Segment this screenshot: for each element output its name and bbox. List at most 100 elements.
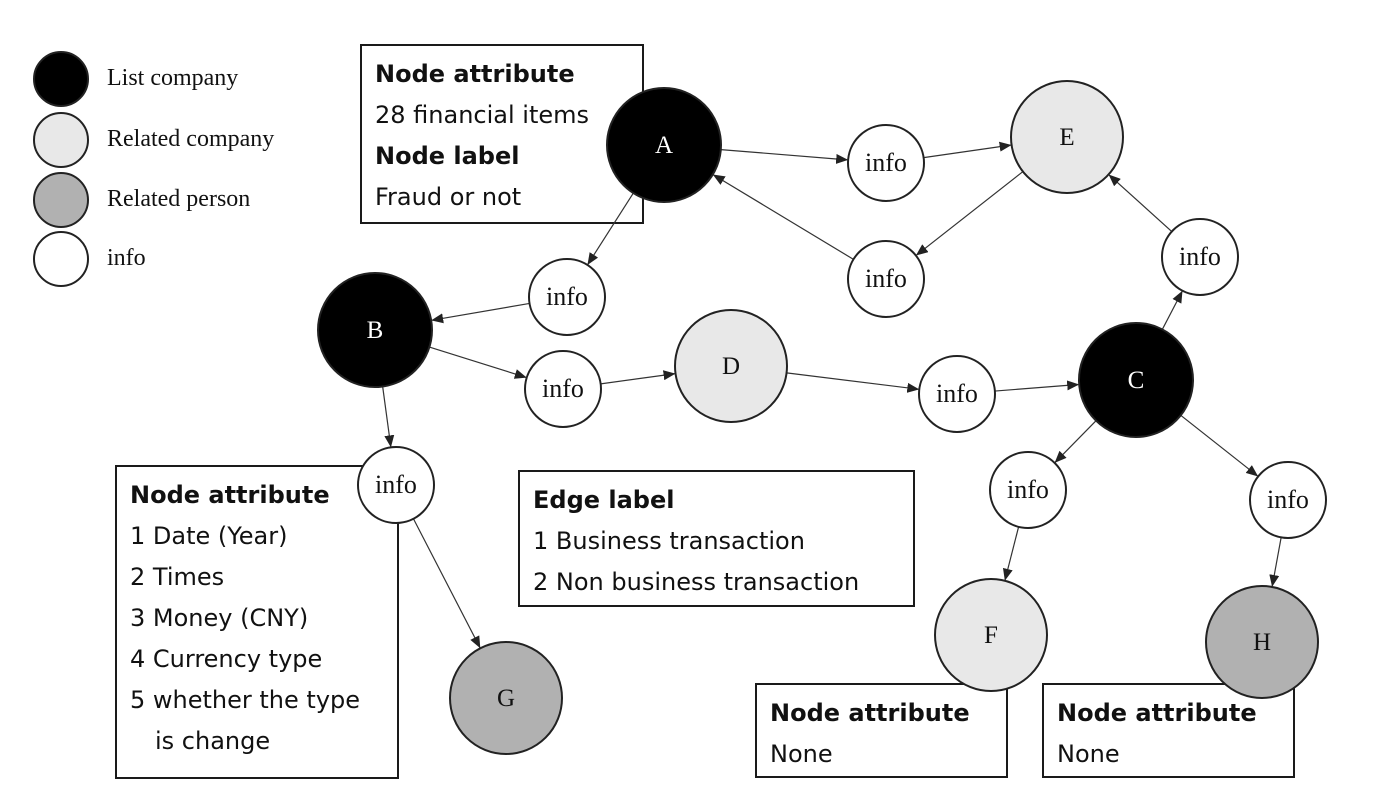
- node-circle: [606, 87, 722, 203]
- info-node: info: [847, 124, 925, 202]
- edge-i9-to-H: [1269, 537, 1282, 587]
- edge-i7-to-G: [412, 518, 481, 649]
- node-f-attribute-heading: Node attribute: [770, 699, 970, 727]
- node-label: G: [497, 685, 515, 712]
- edge-B-to-i4: [429, 346, 527, 379]
- node-label: info: [865, 148, 907, 177]
- node-label: H: [1253, 629, 1271, 656]
- legend-label-list-company: List company: [107, 65, 239, 91]
- info-node: info: [1249, 461, 1327, 539]
- legend-swatch-related-company: [33, 112, 89, 168]
- node-circle: [674, 309, 788, 423]
- info-attribute-heading: Node attribute: [130, 481, 330, 509]
- node-circle: [989, 451, 1067, 529]
- node-h: H: [1205, 585, 1319, 699]
- edge-label-item: 2 Non business transaction: [533, 568, 860, 596]
- node-label: info: [865, 264, 907, 293]
- edge-label-item: 1 Business transaction: [533, 527, 805, 555]
- company-attribute-box: Node attribute 28 financial items Node l…: [360, 44, 644, 224]
- edge-D-to-i5: [786, 372, 920, 393]
- info-node: info: [357, 446, 435, 524]
- edges: [382, 141, 1282, 649]
- info-attribute-item: 2 Times: [130, 563, 225, 591]
- node-c: C: [1078, 322, 1194, 438]
- node-circle: [357, 446, 435, 524]
- node-label: info: [1007, 475, 1049, 504]
- node-d: D: [674, 309, 788, 423]
- edge-i2-to-A: [712, 174, 854, 260]
- info-attribute-item: 1 Date (Year): [130, 522, 288, 550]
- node-circle: [1249, 461, 1327, 539]
- legend-swatch-related-person: [33, 172, 89, 228]
- company-label-value: Fraud or not: [375, 183, 522, 211]
- info-node: info: [989, 451, 1067, 529]
- edge-i8-to-F: [1002, 526, 1020, 581]
- node-circle: [1010, 80, 1124, 194]
- legend-swatches: [33, 51, 89, 287]
- edge-C-to-i9: [1180, 414, 1259, 477]
- node-h-attribute-heading: Node attribute: [1057, 699, 1257, 727]
- edge-i6-to-E: [1108, 174, 1173, 232]
- edge-C-to-i6: [1161, 290, 1183, 330]
- node-label: A: [655, 132, 673, 159]
- info-node: info: [847, 240, 925, 318]
- node-label: F: [984, 622, 998, 649]
- node-h-attribute-value: None: [1057, 740, 1120, 768]
- node-circle: [1078, 322, 1194, 438]
- info-node: info: [918, 355, 996, 433]
- legend-label-related-company: Related company: [107, 126, 275, 152]
- edge-i5-to-C: [994, 380, 1080, 392]
- node-circle: [1205, 585, 1319, 699]
- node-label: info: [542, 374, 584, 403]
- edge-C-to-i8: [1054, 420, 1097, 463]
- company-attribute-heading: Node attribute: [375, 60, 575, 88]
- info-node: info: [524, 350, 602, 428]
- node-label: C: [1128, 367, 1145, 394]
- legend-swatch-info: [33, 231, 89, 287]
- edge-i1-to-E: [923, 141, 1012, 159]
- node-label: D: [722, 353, 740, 380]
- node-h-attribute-box: Node attribute None: [1042, 683, 1295, 778]
- legend-label-related-person: Related person: [107, 186, 251, 212]
- node-label: info: [546, 282, 588, 311]
- edge-A-to-i1: [720, 149, 849, 164]
- node-b: B: [317, 272, 433, 388]
- info-attribute-item: 5 whether the type: [130, 686, 361, 714]
- info-attribute-item: 3 Money (CNY): [130, 604, 309, 632]
- node-label: E: [1059, 124, 1074, 151]
- node-label: info: [936, 379, 978, 408]
- edge-label-heading: Edge label: [533, 486, 675, 514]
- edge-E-to-i2: [915, 171, 1024, 256]
- node-circle: [934, 578, 1048, 692]
- node-label: B: [367, 317, 384, 344]
- info-attribute-item: 4 Currency type: [130, 645, 323, 673]
- node-f: F: [934, 578, 1048, 692]
- info-attribute-item: is change: [155, 727, 271, 755]
- node-circle: [524, 350, 602, 428]
- node-g: G: [449, 641, 563, 755]
- node-label: info: [375, 470, 417, 499]
- edge-label-box: Edge label 1 Business transaction 2 Non …: [518, 470, 915, 607]
- node-circle: [847, 124, 925, 202]
- node-circle: [1161, 218, 1239, 296]
- company-attribute-value: 28 financial items: [375, 101, 590, 129]
- node-circle: [317, 272, 433, 388]
- node-label: info: [1179, 242, 1221, 271]
- node-circle: [918, 355, 996, 433]
- node-f-attribute-value: None: [770, 740, 833, 768]
- edge-i3-to-B: [431, 302, 530, 324]
- info-attribute-box: Node attribute 1 Date (Year) 2 Times 3 M…: [115, 465, 399, 779]
- node-circle: [528, 258, 606, 336]
- edge-i4-to-D: [600, 370, 676, 385]
- node-circle: [847, 240, 925, 318]
- info-node: info: [1161, 218, 1239, 296]
- node-circle: [449, 641, 563, 755]
- edge-B-to-i7: [382, 386, 395, 448]
- edge-A-to-i3: [587, 192, 634, 265]
- company-label-heading: Node label: [375, 142, 520, 170]
- node-a: A: [606, 87, 722, 203]
- info-node: info: [528, 258, 606, 336]
- legend-label-info: info: [107, 245, 146, 271]
